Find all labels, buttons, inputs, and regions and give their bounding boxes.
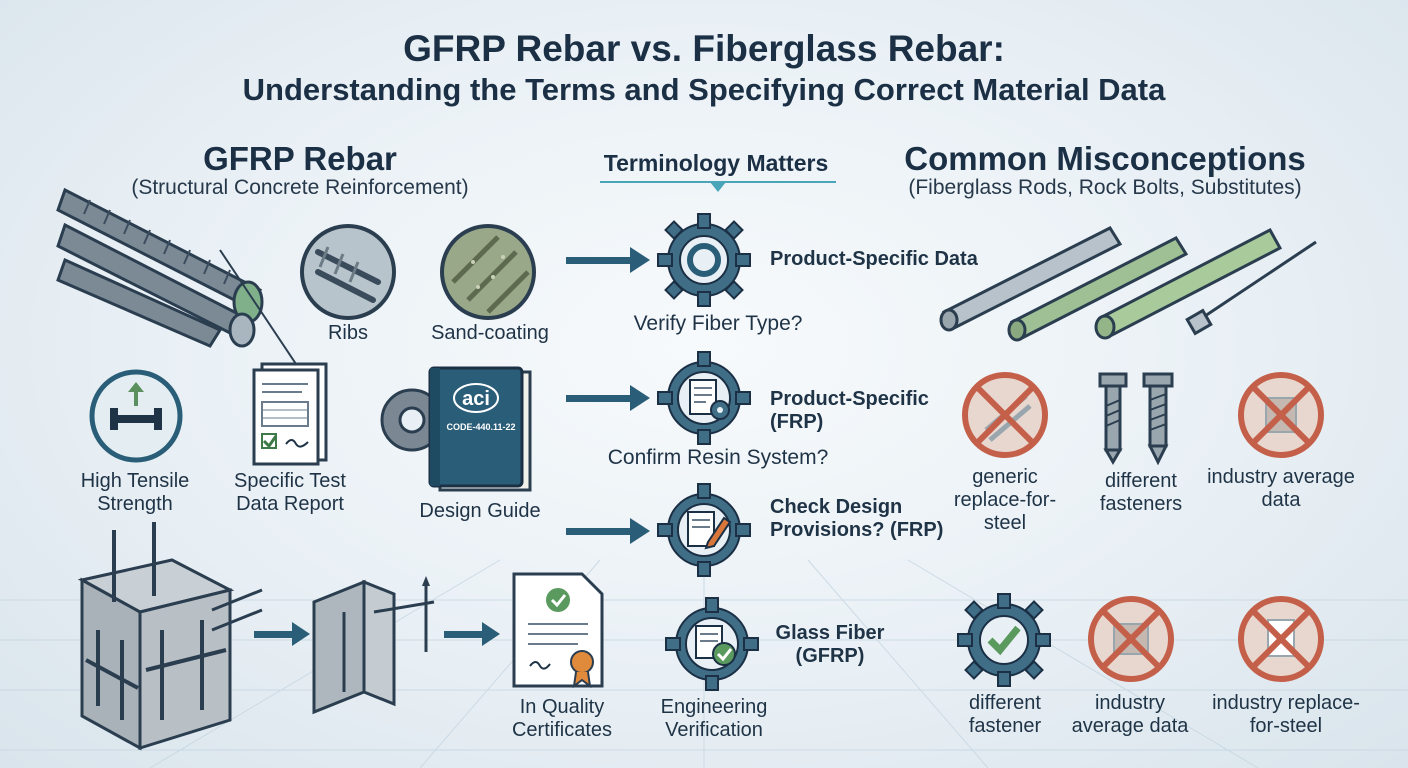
misconception-label: generic replace-for-steel — [953, 466, 1057, 534]
arrow-icon — [254, 622, 310, 646]
arrow-icon — [566, 385, 650, 411]
quality-certificate-icon — [512, 572, 604, 689]
book-code-text: CODE-440.11-22 — [446, 422, 515, 432]
product-specific-frp-label: Product-Specific (FRP) — [770, 388, 929, 433]
misconception-label: industry average data — [1071, 692, 1189, 737]
test-report-document-icon — [252, 362, 328, 466]
prohibited-icon — [1238, 372, 1324, 458]
gfrp-heading: GFRP Rebar — [203, 140, 397, 177]
test-report-label: Specific Test Data Report — [234, 470, 346, 515]
misconceptions-heading: Common Misconceptions — [904, 140, 1306, 177]
concrete-cage-block-icon — [77, 522, 263, 751]
prohibited-icon — [1238, 596, 1324, 682]
settings-gear-icon — [657, 213, 751, 307]
design-guide-book-icon: aci CODE-440.11-22 — [428, 366, 532, 492]
misconception-label: industry average data — [1207, 466, 1355, 511]
page-subtitle: Understanding the Terms and Specifying C… — [242, 72, 1166, 107]
dumbbell-icon — [89, 369, 183, 463]
bolts-icon — [1098, 372, 1174, 466]
ribs-label: Ribs — [327, 322, 368, 344]
prohibited-icon — [962, 372, 1048, 458]
sand-coating-label: Sand-coating — [431, 322, 549, 344]
pencil-document-gear-icon — [657, 483, 751, 577]
check-document-gear-icon — [665, 597, 759, 691]
arrow-icon — [566, 247, 650, 273]
engineering-verification-caption: Engineering Verification — [660, 696, 768, 741]
arrow-icon — [444, 622, 500, 646]
glass-fiber-gfrp-label: Glass Fiber (GFRP) — [775, 622, 885, 667]
misconception-label: different fastener — [968, 692, 1042, 737]
design-guide-label: Design Guide — [419, 500, 541, 522]
gfrp-subheading: (Structural Concrete Reinforcement) — [131, 176, 469, 199]
arrow-icon — [566, 518, 650, 544]
document-gear-icon — [657, 351, 751, 445]
sand-coating-magnifier-icon — [440, 224, 536, 320]
verify-fiber-type-caption: Verify Fiber Type? — [633, 312, 803, 335]
misconception-label: different fasteners — [1099, 470, 1183, 515]
concrete-wall-icon — [312, 576, 435, 715]
misconception-label: industry replace-for-steel — [1212, 692, 1360, 737]
product-specific-data-label: Product-Specific Data — [770, 248, 978, 270]
misconceptions-subheading: (Fiberglass Rods, Rock Bolts, Substitute… — [908, 176, 1302, 199]
tensile-strength-label: High Tensile Strength — [80, 470, 190, 515]
terminology-heading: Terminology Matters — [603, 150, 829, 176]
certificates-label: In Quality Certificates — [511, 696, 613, 741]
prohibited-icon — [1088, 596, 1174, 682]
check-gear-icon — [957, 593, 1051, 687]
check-design-provisions-label: Check Design Provisions? (FRP) — [770, 496, 944, 541]
page-title: GFRP Rebar vs. Fiberglass Rebar: — [403, 28, 1005, 69]
ribs-magnifier-icon — [300, 224, 396, 320]
confirm-resin-caption: Confirm Resin System? — [607, 446, 829, 469]
book-logo-text: aci — [462, 388, 490, 410]
heading-underline — [600, 181, 836, 192]
rebar-bundle-icon — [56, 187, 321, 401]
fiberglass-rods-icon — [939, 226, 1317, 342]
